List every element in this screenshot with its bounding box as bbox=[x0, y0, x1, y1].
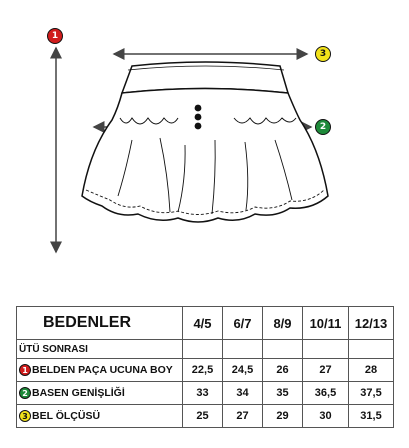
hem-stitch bbox=[85, 189, 325, 215]
size-header: 8/9 bbox=[262, 306, 303, 340]
row-label: BEL ÖLÇÜSÜ bbox=[32, 409, 101, 422]
row-marker: 3 bbox=[19, 410, 31, 423]
table-cell: 34 bbox=[222, 381, 263, 405]
table-cell: 35 bbox=[262, 381, 303, 405]
row-label: BASEN GENİŞLİĞİ bbox=[32, 386, 125, 399]
table-header-row: BEDENLER 4/5 6/7 8/9 10/11 12/13 bbox=[16, 306, 394, 340]
row-label: BELDEN PAÇA UCUNA BOY bbox=[32, 363, 173, 376]
size-header: 12/13 bbox=[348, 306, 394, 340]
row-marker: 2 bbox=[19, 387, 31, 400]
size-header: 4/5 bbox=[182, 306, 223, 340]
table-cell: 27 bbox=[222, 404, 263, 428]
table-subheading: ÜTÜ SONRASI bbox=[16, 339, 183, 359]
skirt-diagram bbox=[50, 46, 329, 254]
table-cell: 30 bbox=[302, 404, 349, 428]
table-cell: 29 bbox=[262, 404, 303, 428]
size-header: 10/11 bbox=[302, 306, 349, 340]
marker-hip: 2 bbox=[315, 119, 331, 135]
marker-length: 1 bbox=[47, 28, 63, 44]
table-cell: 26 bbox=[262, 358, 303, 382]
button-dot bbox=[194, 104, 202, 112]
table-subheading-row: ÜTÜ SONRASI bbox=[16, 339, 394, 359]
button-dot bbox=[194, 122, 202, 130]
table-cell: 36,5 bbox=[302, 381, 349, 405]
size-chart-table: BEDENLER 4/5 6/7 8/9 10/11 12/13 ÜTÜ SON… bbox=[16, 306, 394, 428]
table-cell: 33 bbox=[182, 381, 223, 405]
skirt-body bbox=[81, 87, 329, 223]
table-cell: 28 bbox=[348, 358, 394, 382]
table-cell: 27 bbox=[302, 358, 349, 382]
button-dot bbox=[194, 113, 202, 121]
table-title: BEDENLER bbox=[16, 306, 183, 340]
table-cell: 31,5 bbox=[348, 404, 394, 428]
table-cell: 25 bbox=[182, 404, 223, 428]
table-cell: 22,5 bbox=[182, 358, 223, 382]
marker-waist: 3 bbox=[315, 46, 331, 62]
table-cell: 37,5 bbox=[348, 381, 394, 405]
table-cell: 24,5 bbox=[222, 358, 263, 382]
size-header: 6/7 bbox=[222, 306, 263, 340]
row-marker: 1 bbox=[19, 364, 31, 377]
